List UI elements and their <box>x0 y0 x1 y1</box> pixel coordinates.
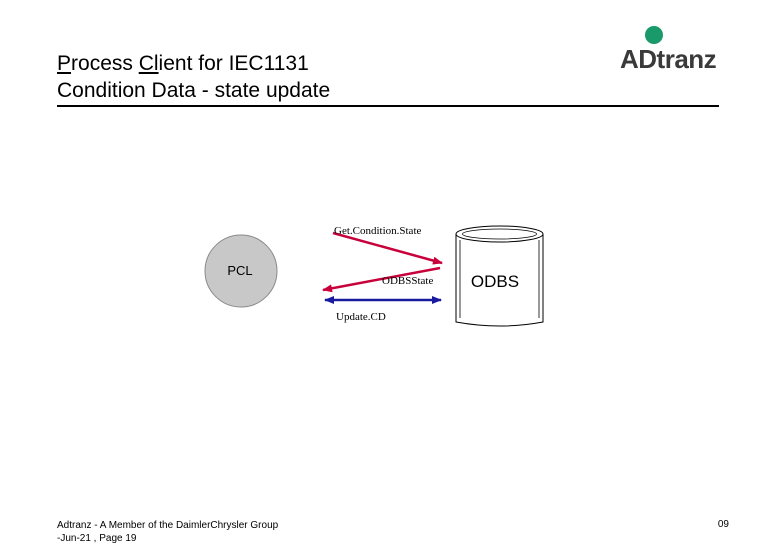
get-condition-state-arrow <box>332 231 443 265</box>
page-number: 09 <box>717 519 729 530</box>
company-logo: ADtranz <box>620 44 717 74</box>
page-title: Process Client for IEC1131 Condition Dat… <box>57 50 330 104</box>
logo-dot-icon <box>645 26 663 44</box>
footer-company-line: Adtranz - A Member of the DaimlerChrysle… <box>57 520 279 531</box>
title-underlined-cl: Cl <box>138 52 159 75</box>
pcl-circle <box>204 234 278 308</box>
pcl-label: PCL <box>227 263 252 278</box>
get-condition-state-label: Get.Condition.State <box>334 225 422 237</box>
title-text-part: rocess <box>71 52 139 75</box>
header-divider <box>57 105 719 107</box>
odbs-state-label: ODBSState <box>382 275 433 287</box>
update-cd-label: Update.CD <box>336 311 386 323</box>
odbs-state-arrow <box>322 266 441 293</box>
title-line-1: Process Client for IEC1131 <box>57 50 330 77</box>
footer-text: Adtranz - A Member of the DaimlerChrysle… <box>57 519 278 545</box>
title-line-2: Condition Data - state update <box>57 79 331 102</box>
footer-date-line: -Jun-21 , Page 19 <box>57 533 137 544</box>
odbs-database-icon <box>455 225 544 327</box>
odbs-label: ODBS <box>471 272 519 291</box>
title-text-part: ient for IEC1131 <box>158 52 309 75</box>
title-underlined-p: P <box>57 52 72 75</box>
